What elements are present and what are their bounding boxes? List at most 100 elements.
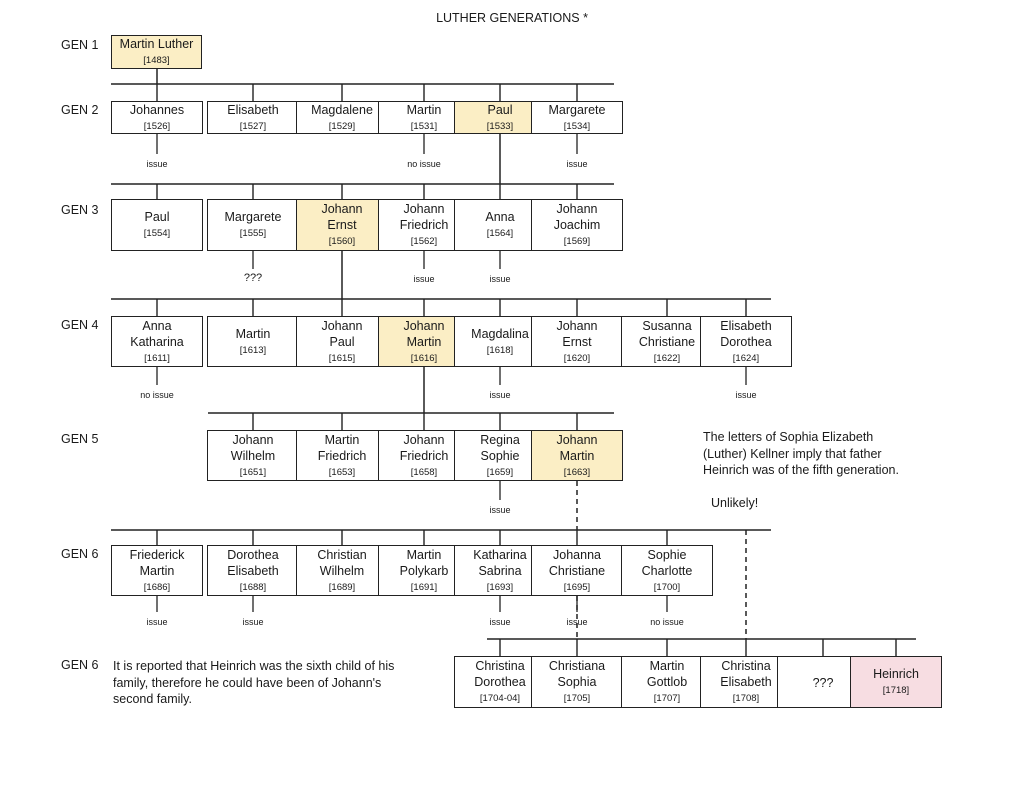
person-name: Elisabeth [227,102,279,117]
person-name: Martin [406,334,442,349]
person-year: [1531] [410,120,438,132]
gen5-side-note: The letters of Sophia Elizabeth (Luther)… [703,429,899,479]
person-name: Susanna [642,318,692,333]
issue-note: no issue [650,617,684,627]
person-name: Christiane [548,563,606,578]
person-name: Sophie [480,448,520,463]
person-name: Sophie [647,547,687,562]
gen6-note-line: It is reported that Heinrich was the six… [113,659,395,673]
person-name: Magdalene [311,102,373,117]
person-name: Ernst [327,218,357,232]
generation-label: GEN 4 [61,318,99,332]
person-name: Elisabeth [227,563,279,578]
person-name: Martin [649,659,685,673]
person-name: Martin [139,563,175,578]
person-year: [1554] [143,228,171,239]
person-name: Sabrina [478,563,522,578]
person-name: Regina [480,432,520,447]
person-year: [1663] [563,466,591,478]
person-box-martin-luther-1483: Martin Luther[1483] [111,35,202,69]
person-year: [1622] [653,352,681,364]
person-name: Christian [317,547,367,562]
issue-note: issue [566,159,588,169]
person-year: [1611] [144,352,170,364]
person-box-magdalene-1529: Magdalene [1529] [296,101,388,134]
person-box-paul-1533: Paul[1533] [454,101,546,134]
issue-note: issue [413,274,435,284]
person-name: Paul [487,102,513,117]
person-year: [1616] [410,352,438,364]
person-year: [1529] [328,120,356,132]
person-year: [1718] [882,685,910,696]
person-year: [1705] [563,693,591,704]
person-year: [1688] [239,581,267,593]
person-year: [1653] [328,466,356,478]
gen5-note-line: Heinrich was of the fifth generation. [703,463,899,477]
person-name: Johann [321,202,363,216]
person-name: Johann [556,202,598,216]
person-year: [1620] [563,352,591,364]
person-name: Dorothea [720,334,772,349]
issue-note: issue [242,617,264,627]
gen5-note-line: (Luther) Kellner imply that father [703,446,882,461]
person-name: Martin [406,102,442,117]
person-name: Paul [144,210,170,224]
issue-note: issue [146,617,168,627]
person-name: Johanna [553,547,601,562]
person-name: Friedrich [317,448,367,463]
person-name: Christina [721,659,771,673]
person-name: Margarete [548,102,606,117]
person-name: Johann [232,432,274,447]
person-name: Johann [403,202,445,216]
generation-label: GEN 6 [61,658,99,672]
generation-label: GEN 2 [61,103,99,117]
person-box-martin-1613: Martin[1613] [207,316,299,367]
gen6-note-line: second family. [113,692,192,706]
person-name: Charlotte [641,563,693,578]
person-box-paul-1554: Paul [1554] [111,199,203,251]
person-name: Anna [142,318,172,333]
person-box-elisabeth-1527: Elisabeth [1527] [207,101,299,134]
person-year: [1659] [486,466,514,478]
person-box-heinrich-1718: Heinrich [1718] [850,656,942,708]
person-year: [1691] [410,581,438,593]
person-name: Friederick [129,547,185,562]
issue-note: issue [735,390,757,400]
person-year: [1624] [732,352,760,364]
person-year: [1707] [653,693,681,704]
gen5-note-line: The letters of Sophia Elizabeth [703,430,874,444]
person-name: Martin [559,448,595,463]
person-year: [1613] [239,344,267,356]
issue-note: issue [489,617,511,627]
person-name: Martin [406,547,442,562]
person-year: [1526] [143,120,171,132]
issue-note: issue [489,390,511,400]
person-name: Christiana [548,659,606,673]
person-year: [1527] [239,120,267,132]
person-name: Johann [321,318,363,333]
person-name: Heinrich [873,667,919,681]
person-name: Johann [556,432,598,447]
person-box-magdalina-1618: Magdalina[1618] [454,316,546,367]
generation-label: GEN 1 [61,38,99,52]
issue-note: issue [146,159,168,169]
person-box-margarete-1534: Margarete[1534] [531,101,623,134]
person-year: [1569] [563,236,591,247]
person-name: Elisabeth [720,675,772,689]
issue-note: issue [489,505,511,515]
person-year: [1704-04] [479,693,521,704]
